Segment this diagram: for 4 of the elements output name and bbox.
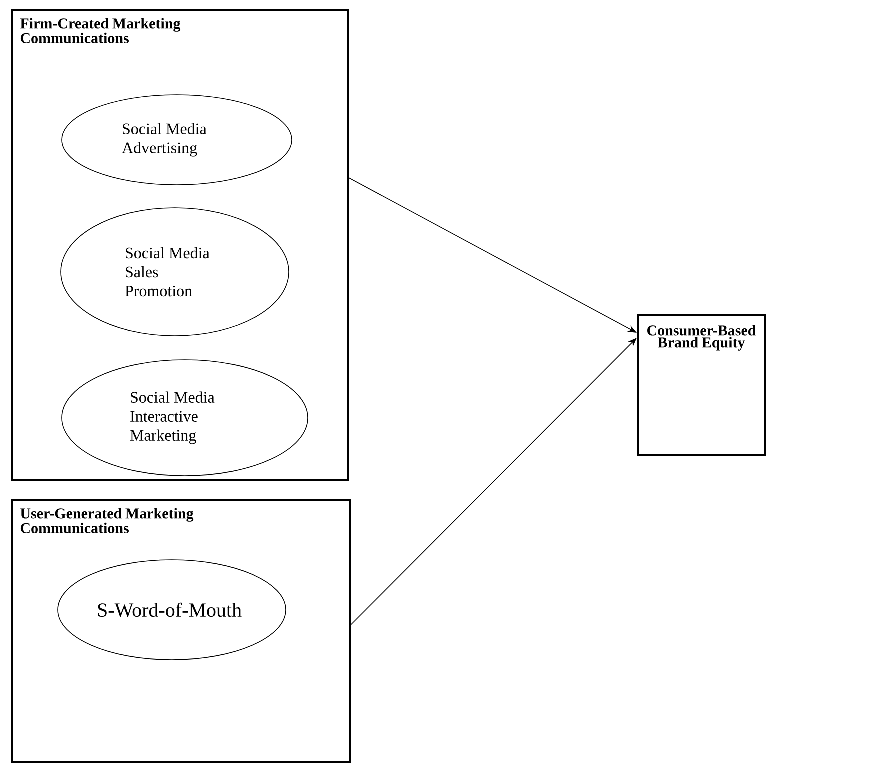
outcome-box: Consumer-Based Brand Equity [637,314,766,456]
arrow [350,338,637,626]
group-title: Firm-Created Marketing Communications [20,18,181,44]
group-title: User-Generated Marketing Communications [20,508,194,534]
